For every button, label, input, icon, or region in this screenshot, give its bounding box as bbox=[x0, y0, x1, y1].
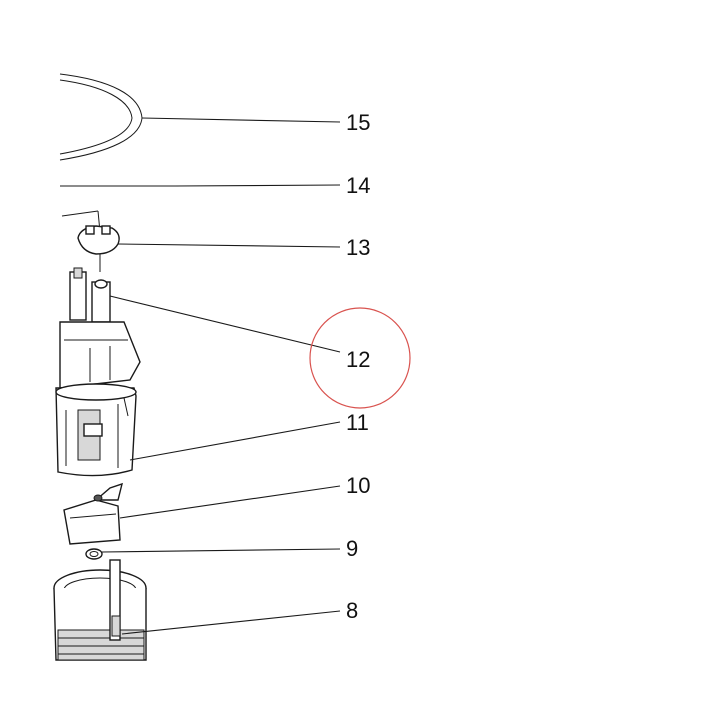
callout-15: 15 bbox=[346, 110, 370, 135]
leader-11 bbox=[129, 421, 341, 461]
callout-11: 11 bbox=[346, 410, 369, 435]
leader-8 bbox=[121, 610, 341, 635]
callout-8: 8 bbox=[346, 598, 358, 623]
callout-10: 10 bbox=[346, 473, 370, 498]
leader-13 bbox=[117, 243, 341, 248]
leader-12 bbox=[109, 295, 341, 353]
leader-15 bbox=[141, 117, 341, 123]
callout-9: 9 bbox=[346, 536, 358, 561]
leader-14 bbox=[174, 184, 341, 187]
callout-labels: 15 14 13 12 11 10 9 8 bbox=[346, 110, 370, 623]
callout-13: 13 bbox=[346, 235, 370, 260]
callout-12: 12 bbox=[346, 347, 370, 372]
leader-10 bbox=[119, 485, 341, 519]
part-15-o-ring bbox=[59, 73, 143, 161]
part-13-clip bbox=[61, 210, 120, 272]
part-8-filter-cup bbox=[53, 559, 147, 661]
callout-14: 14 bbox=[346, 173, 370, 198]
leader-9 bbox=[101, 548, 341, 553]
part-11-housing bbox=[55, 383, 137, 477]
leader-lines bbox=[101, 117, 341, 635]
highlight-circle-12 bbox=[309, 307, 411, 409]
part-12-connector bbox=[59, 267, 141, 389]
part-9-spring-clip bbox=[85, 548, 103, 560]
part-10-latch bbox=[63, 482, 123, 545]
